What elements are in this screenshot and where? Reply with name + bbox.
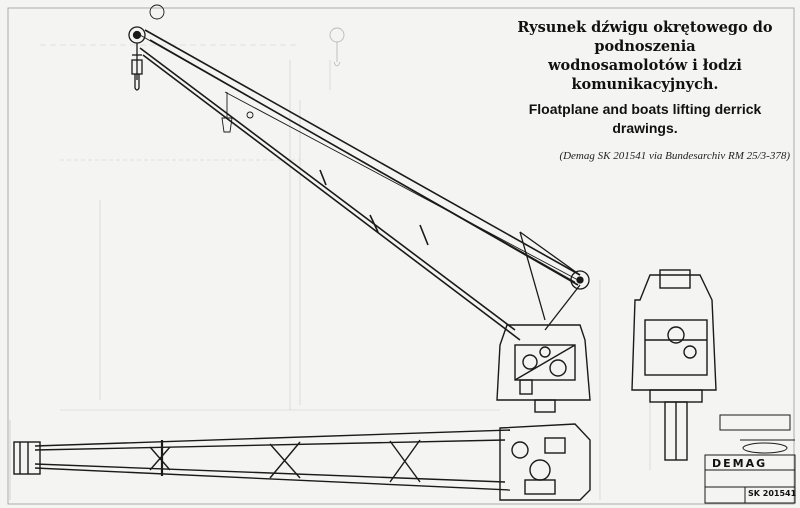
- source-citation: (Demag SK 201541 via Bundesarchiv RM 25/…: [559, 150, 790, 162]
- polish-title-line-2: wodnosamolotów i łodzi komunikacyjnych.: [548, 57, 742, 93]
- caption-block: Rysunek dźwigu okrętowego do podnoszenia…: [500, 18, 790, 162]
- polish-title-line-1: Rysunek dźwigu okrętowego do podnoszenia: [517, 19, 773, 55]
- english-title: Floatplane and boats lifting derrick dra…: [528, 101, 762, 136]
- drawing-number: SK 201541: [748, 489, 797, 498]
- company-name: DEMAG: [712, 457, 768, 470]
